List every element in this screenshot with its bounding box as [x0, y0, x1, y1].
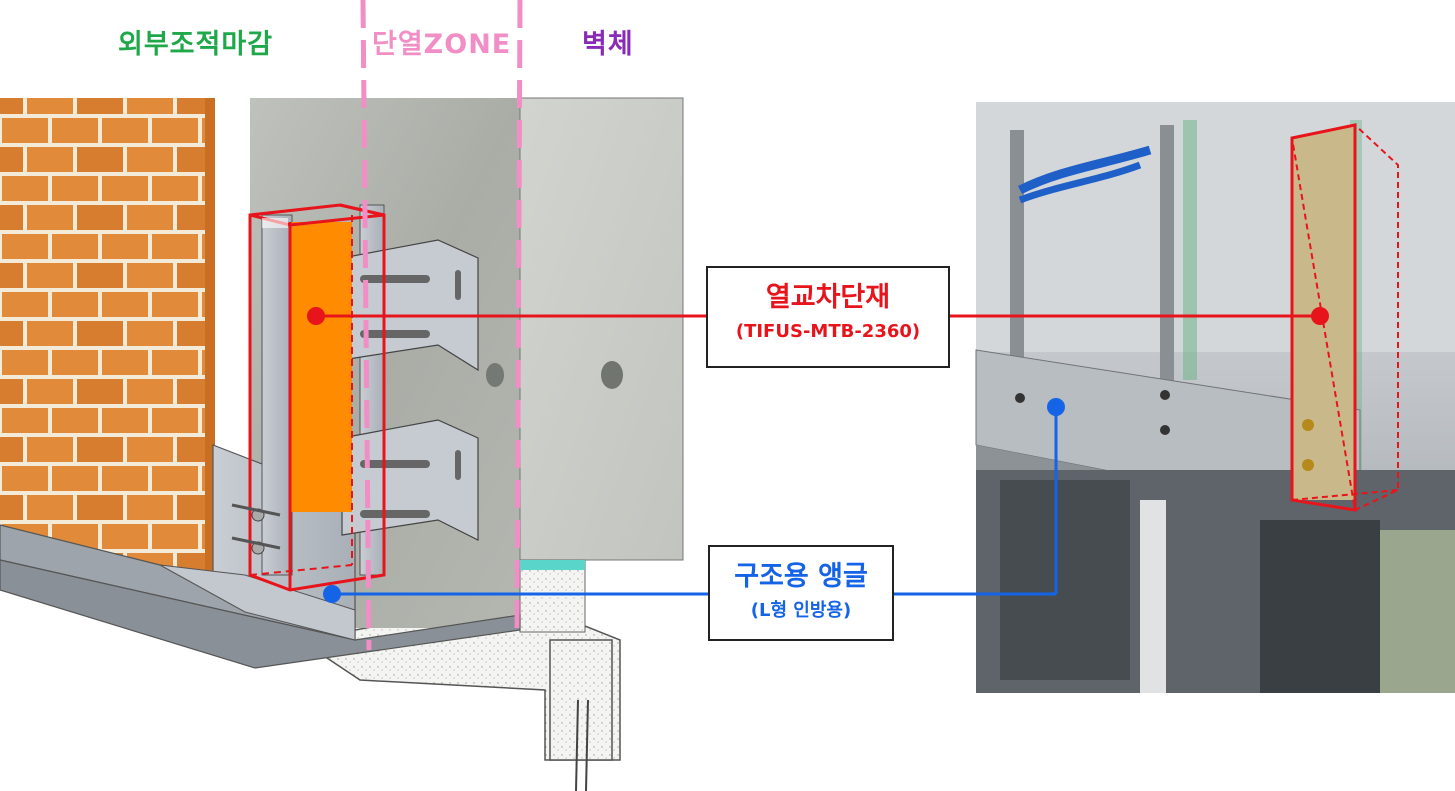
thermal-break-subtitle: (TIFUS-MTB-2360) — [735, 321, 921, 342]
anchor-bolts — [231, 503, 281, 555]
red-leader — [307, 307, 1329, 325]
structural-angle-callout: 구조용 앵글 (L형 인방용) — [708, 545, 894, 641]
wall-body — [519, 97, 684, 561]
thermal-break-callout: 열교차단재 (TIFUS-MTB-2360) — [706, 266, 950, 368]
exterior-finish-header: 외부조적마감 — [118, 29, 274, 60]
construction-photo — [975, 102, 1455, 693]
thermal-break-title: 열교차단재 — [765, 282, 891, 313]
blue-leader — [323, 398, 1065, 603]
wall-header: 벽체 — [582, 29, 634, 60]
thermal-break-block — [248, 203, 386, 592]
insulation-boundary-left — [360, 0, 372, 651]
lower-bracket — [341, 419, 479, 541]
brick-wall — [0, 98, 215, 580]
insulation-zone-header: 단열ZONE — [372, 29, 512, 60]
structural-angle-subtitle: (L형 인방용) — [750, 600, 852, 621]
structural-angle-title: 구조용 앵글 — [734, 561, 868, 592]
insulation-boundary-right — [514, 0, 523, 641]
